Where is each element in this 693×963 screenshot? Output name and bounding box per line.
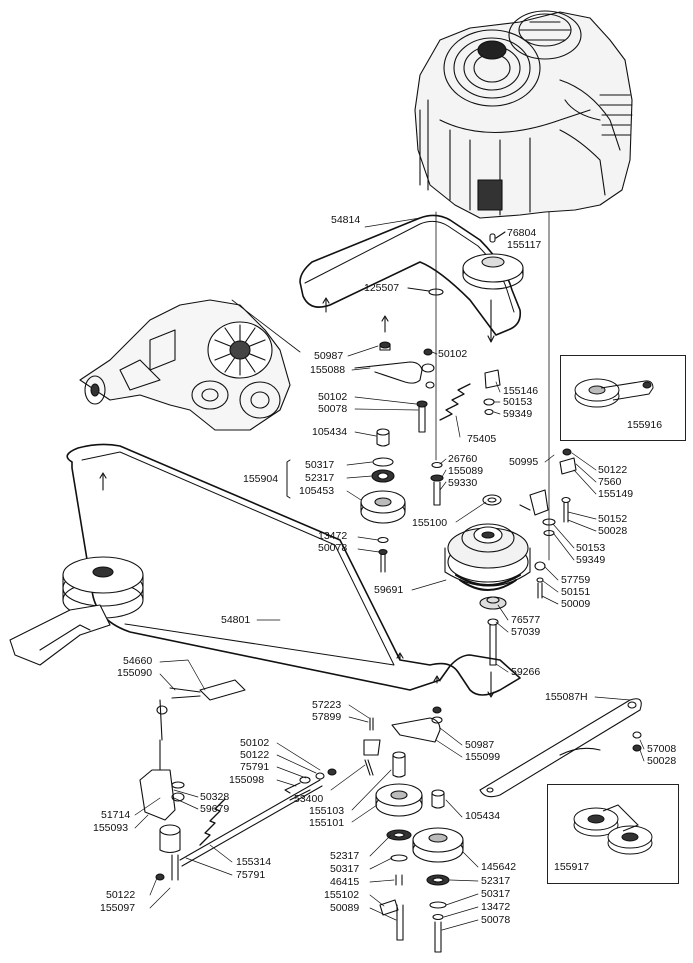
part-label: 105434 bbox=[312, 426, 348, 438]
part-label: 13472 bbox=[481, 901, 511, 913]
part-label: 145642 bbox=[481, 861, 517, 873]
part-label: 50987 bbox=[465, 739, 495, 751]
inset-155916-drawing bbox=[574, 378, 654, 408]
inset-155917: 155917 bbox=[547, 784, 679, 884]
part-label: 155100 bbox=[412, 517, 448, 529]
part-label: 155149 bbox=[598, 488, 634, 500]
part-label: 155087H bbox=[545, 691, 588, 703]
part-label: 76577 bbox=[511, 614, 541, 626]
part-label: 50153 bbox=[576, 542, 606, 554]
part-label: 57759 bbox=[561, 574, 591, 586]
part-label: 50122 bbox=[106, 889, 136, 901]
part-label: 75791 bbox=[240, 761, 270, 773]
part-label: 51714 bbox=[101, 809, 131, 821]
part-label: 155088 bbox=[310, 364, 346, 376]
part-label: 50028 bbox=[647, 755, 677, 767]
inset-155916: 155916 bbox=[560, 355, 686, 441]
part-label: 50328 bbox=[200, 791, 230, 803]
part-label: 53400 bbox=[294, 793, 324, 805]
part-label: 105453 bbox=[299, 485, 335, 497]
part-label: 50102 bbox=[438, 348, 468, 360]
part-label: 50102 bbox=[240, 737, 270, 749]
part-label: 125507 bbox=[364, 282, 400, 294]
part-label: 50122 bbox=[598, 464, 628, 476]
part-label: 59679 bbox=[200, 803, 230, 815]
part-label: 54801 bbox=[221, 614, 251, 626]
inset-155917-drawing bbox=[573, 804, 653, 855]
inset-155917-label: 155917 bbox=[554, 861, 590, 873]
part-label: 52317 bbox=[330, 850, 360, 862]
part-label: 155101 bbox=[309, 817, 345, 829]
arm-155087H bbox=[479, 698, 642, 798]
part-label: 50317 bbox=[481, 888, 511, 900]
transmission bbox=[79, 299, 291, 431]
part-label: 50102 bbox=[318, 391, 348, 403]
part-label: 50987 bbox=[314, 350, 344, 362]
part-label: 54814 bbox=[331, 214, 361, 226]
engine bbox=[414, 10, 633, 219]
part-label: 57899 bbox=[312, 711, 342, 723]
part-label: 50089 bbox=[330, 902, 360, 914]
part-label: 75405 bbox=[467, 433, 497, 445]
part-label: 50995 bbox=[509, 456, 539, 468]
part-label: 7560 bbox=[598, 476, 622, 488]
part-label: 75791 bbox=[236, 869, 266, 881]
part-label: 50009 bbox=[561, 598, 591, 610]
part-label: 50317 bbox=[330, 863, 360, 875]
part-label: 50152 bbox=[598, 513, 628, 525]
inset-155916-label: 155916 bbox=[627, 419, 663, 431]
part-label: 155098 bbox=[229, 774, 265, 786]
part-label: 50078 bbox=[318, 542, 348, 554]
part-label: 155093 bbox=[93, 822, 129, 834]
part-label: 50122 bbox=[240, 749, 270, 761]
part-label: 57223 bbox=[312, 699, 342, 711]
part-label: 50317 bbox=[305, 459, 335, 471]
part-label: 54660 bbox=[123, 655, 153, 667]
part-label: 76804 bbox=[507, 227, 537, 239]
part-label: 155097 bbox=[100, 902, 136, 914]
part-label: 52317 bbox=[481, 875, 511, 887]
part-label: 46415 bbox=[330, 876, 360, 888]
part-label: 50028 bbox=[598, 525, 628, 537]
pulley-145642 bbox=[412, 827, 464, 863]
part-label: 155314 bbox=[236, 856, 272, 868]
part-label: 59349 bbox=[503, 408, 533, 420]
part-label: 155103 bbox=[309, 805, 345, 817]
pulley-155117 bbox=[462, 253, 524, 290]
part-label: 105434 bbox=[465, 810, 501, 822]
part-label: 59266 bbox=[511, 666, 541, 678]
part-label: 59349 bbox=[576, 554, 606, 566]
idler-155101 bbox=[375, 783, 423, 817]
part-label: 155904 bbox=[243, 473, 279, 485]
part-label: 155146 bbox=[503, 385, 539, 397]
belt-54801 bbox=[66, 443, 521, 696]
part-label: 52317 bbox=[305, 472, 335, 484]
part-label: 50078 bbox=[318, 403, 348, 415]
part-label: 155117 bbox=[507, 239, 542, 251]
part-label: 155099 bbox=[465, 751, 501, 763]
part-label: 59330 bbox=[448, 477, 478, 489]
clutch-59691 bbox=[444, 523, 531, 591]
part-label: 59691 bbox=[374, 584, 404, 596]
part-label: 155090 bbox=[117, 667, 153, 679]
part-label: 13472 bbox=[318, 530, 348, 542]
deck-pulley bbox=[9, 556, 144, 666]
part-label: 50078 bbox=[481, 914, 511, 926]
idler-105453 bbox=[360, 490, 406, 524]
part-label: 155102 bbox=[324, 889, 360, 901]
part-label: 57008 bbox=[647, 743, 677, 755]
part-label: 26760 bbox=[448, 453, 478, 465]
part-label: 155089 bbox=[448, 465, 484, 477]
part-label: 57039 bbox=[511, 626, 541, 638]
part-label: 50153 bbox=[503, 396, 533, 408]
part-label: 50151 bbox=[561, 586, 591, 598]
